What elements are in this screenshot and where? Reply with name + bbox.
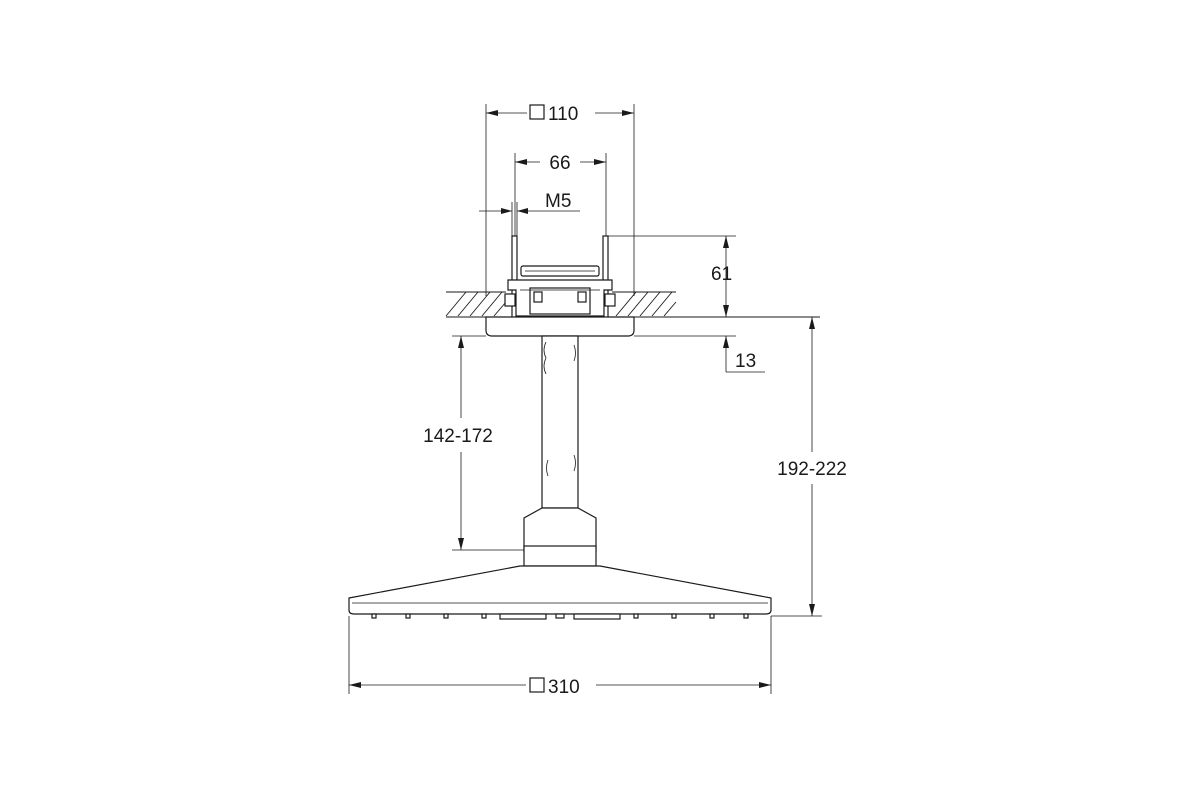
dim-thread: M5 — [479, 191, 580, 236]
ceiling-flange — [485, 316, 635, 337]
dim-arm-length-value: 142-172 — [423, 426, 493, 447]
dim-box-height-value: 61 — [711, 264, 732, 285]
dim-total-drop-value: 192-222 — [777, 459, 847, 480]
dim-bolt-spacing: 66 — [514, 153, 607, 236]
ceiling-hatch-right — [612, 291, 677, 317]
joint-ring — [523, 545, 597, 567]
shower-head — [348, 565, 772, 620]
mounting-box — [504, 235, 616, 319]
dim-head-square-value: 310 — [548, 677, 580, 698]
dim-head-square: 310 — [348, 616, 772, 698]
dim-flange-depth: 13 — [634, 335, 765, 373]
dim-thread-value: M5 — [545, 191, 571, 212]
dim-flange-square-value: 110 — [548, 104, 578, 125]
dim-total-drop: 192-222 — [771, 317, 847, 617]
ceiling-hatch-left — [445, 291, 507, 317]
dim-bolt-spacing-value: 66 — [549, 153, 570, 174]
dim-flange-square: 110 — [485, 104, 635, 296]
shower-arm — [541, 335, 579, 509]
dim-arm-length: 142-172 — [423, 335, 524, 551]
dim-box-height: 61 — [608, 235, 736, 317]
dim-flange-depth-value: 13 — [735, 351, 756, 372]
